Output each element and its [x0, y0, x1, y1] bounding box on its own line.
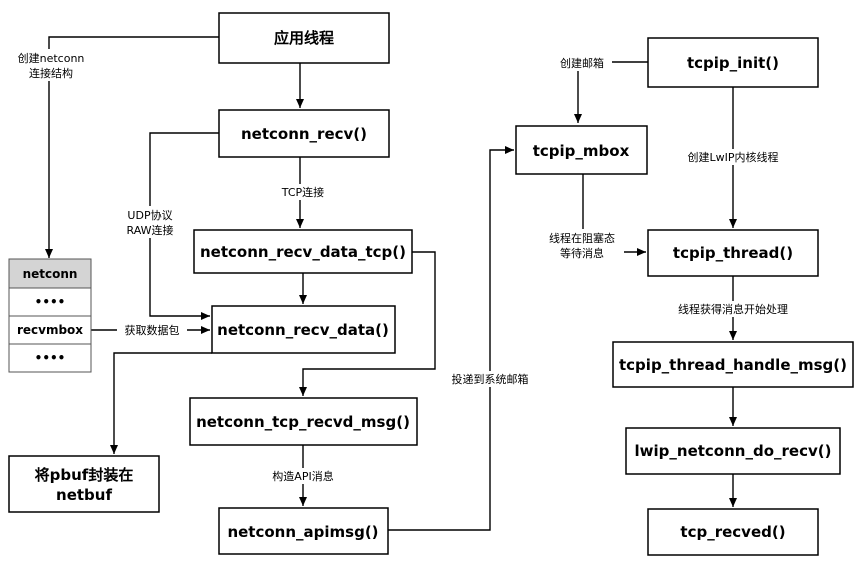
- node-tcpip-thread-label: tcpip_thread(): [673, 244, 793, 262]
- label-start-processing: 线程获得消息开始处理: [678, 302, 788, 316]
- label-get-packet: 获取数据包: [125, 323, 180, 337]
- label-build-api-msg: 构造API消息: [272, 469, 333, 483]
- node-wrap-pbuf-netbuf-line1: 将pbuf封装在: [35, 466, 134, 484]
- node-tcpip-mbox: [515, 125, 648, 175]
- netconn-struct-header: [8, 258, 92, 289]
- node-wrap-pbuf-netbuf-line2: netbuf: [56, 486, 112, 504]
- node-netconn-recv: [218, 109, 390, 158]
- node-netconn-apimsg-label: netconn_apimsg(): [227, 523, 378, 541]
- label-create-mbox: 创建邮箱: [560, 56, 604, 70]
- edge-app-to-netconn-struct: [45, 36, 219, 258]
- label-udp-line2: RAW连接: [127, 224, 174, 237]
- label-udp-line1: UDP协议: [127, 208, 172, 222]
- node-tcpip-thread-handle-msg: [612, 341, 854, 388]
- label-tcp-connection: TCP连接: [281, 186, 324, 199]
- node-netconn-tcp-recvd-msg: [189, 397, 418, 446]
- netconn-struct-row: [8, 287, 92, 317]
- node-app-thread-label: 应用线程: [274, 29, 334, 47]
- edge-apimsg-to-mbox: [388, 146, 514, 531]
- node-tcp-recved: [647, 508, 819, 556]
- netconn-struct-row3-text: ••••: [35, 351, 66, 365]
- node-netconn-recv-data-tcp-label: netconn_recv_data_tcp(): [200, 243, 406, 261]
- node-netconn-recv-data-label: netconn_recv_data(): [217, 321, 389, 339]
- label-create-netconn-line1: 创建netconn: [18, 51, 85, 65]
- node-tcp-recved-label: tcp_recved(): [680, 523, 785, 541]
- node-netconn-tcp-recvd-msg-label: netconn_tcp_recvd_msg(): [196, 413, 410, 431]
- node-tcpip-thread-handle-msg-label: tcpip_thread_handle_msg(): [619, 356, 847, 374]
- node-netconn-apimsg: [218, 507, 389, 555]
- node-lwip-netconn-do-recv-label: lwip_netconn_do_recv(): [635, 442, 832, 460]
- edge-recv-data-to-netbuf: [110, 352, 212, 454]
- edge-labels: 创建netconn 连接结构 TCP连接 UDP协议 RAW连接 获取数据包 构…: [10, 49, 800, 484]
- netconn-struct-title: netconn: [23, 267, 78, 281]
- node-netconn-recv-data: [211, 305, 396, 354]
- label-post-to-mbox: 投递到系统邮箱: [452, 372, 529, 386]
- node-wrap-pbuf-netbuf: [8, 455, 160, 513]
- netconn-struct-row1-text: ••••: [35, 295, 66, 309]
- node-tcpip-init-label: tcpip_init(): [687, 54, 779, 72]
- netconn-struct-row: [8, 343, 92, 373]
- node-tcpip-mbox-label: tcpip_mbox: [533, 142, 630, 160]
- node-netconn-recv-data-tcp: [193, 229, 413, 274]
- label-create-netconn-line2: 连接结构: [29, 66, 73, 80]
- edge-recv-data-tcp-to-tcp-recvd-msg: [299, 251, 436, 396]
- netconn-struct-recvmbox: recvmbox: [17, 323, 83, 337]
- netconn-struct: netconn •••• recvmbox ••••: [8, 258, 92, 373]
- node-app-thread: [218, 12, 390, 64]
- node-tcpip-init: [647, 37, 819, 88]
- node-netconn-recv-label: netconn_recv(): [241, 125, 367, 143]
- process-boxes: 应用线程 netconn_recv() netconn_recv_data_tc…: [8, 12, 854, 556]
- netconn-struct-row: [8, 315, 92, 345]
- edge-init-to-mbox: [574, 61, 648, 123]
- label-blocked-line1: 线程在阻塞态: [549, 231, 615, 245]
- label-create-lwip-thread: 创建LwIP内核线程: [687, 150, 778, 164]
- node-lwip-netconn-do-recv: [625, 427, 841, 475]
- node-tcpip-thread: [647, 229, 819, 277]
- label-blocked-line2: 等待消息: [560, 246, 604, 260]
